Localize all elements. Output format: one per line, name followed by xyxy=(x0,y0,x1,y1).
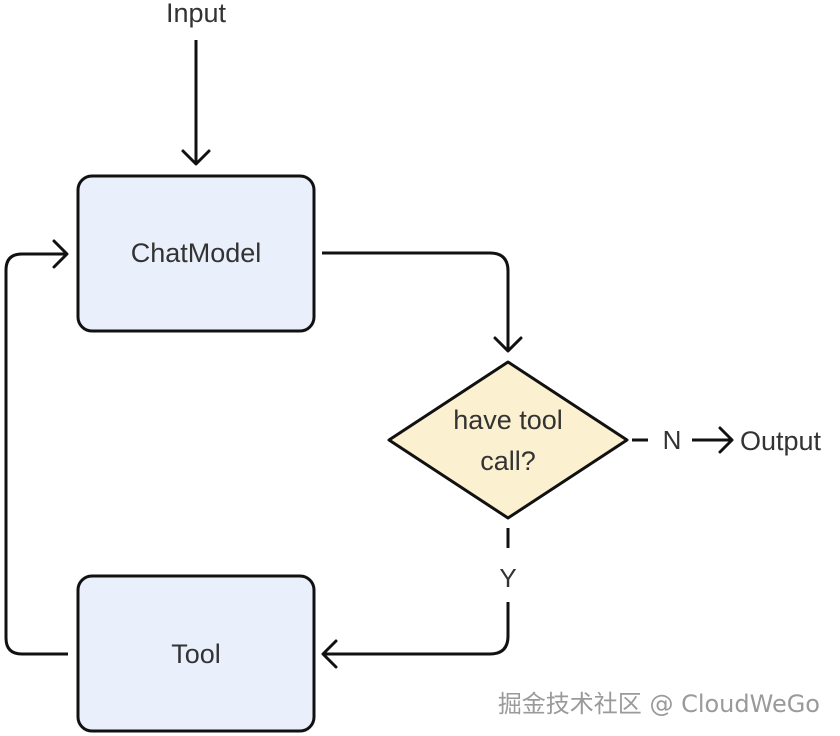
decision-label-line2: call? xyxy=(480,446,536,476)
tool-node xyxy=(76,574,316,733)
tool-to-chatmodel-arrow xyxy=(4,239,69,656)
yes-branch-edge xyxy=(321,528,510,669)
input-label: Input xyxy=(166,0,227,28)
no-branch-edge xyxy=(632,426,734,454)
decision-label-line1: have tool xyxy=(453,405,563,435)
chatmodel-label: ChatModel xyxy=(131,238,262,268)
watermark: 掘金技术社区 @ CloudWeGo xyxy=(498,690,820,718)
decision-node xyxy=(387,360,629,520)
output-label: Output xyxy=(740,426,822,456)
input-to-chatmodel-arrow xyxy=(181,40,211,166)
chatmodel-node xyxy=(76,174,316,333)
chatmodel-to-decision-arrow xyxy=(322,251,523,353)
no-branch-label: N xyxy=(663,425,682,455)
tool-label: Tool xyxy=(171,639,221,669)
yes-branch-label: Y xyxy=(499,563,516,593)
